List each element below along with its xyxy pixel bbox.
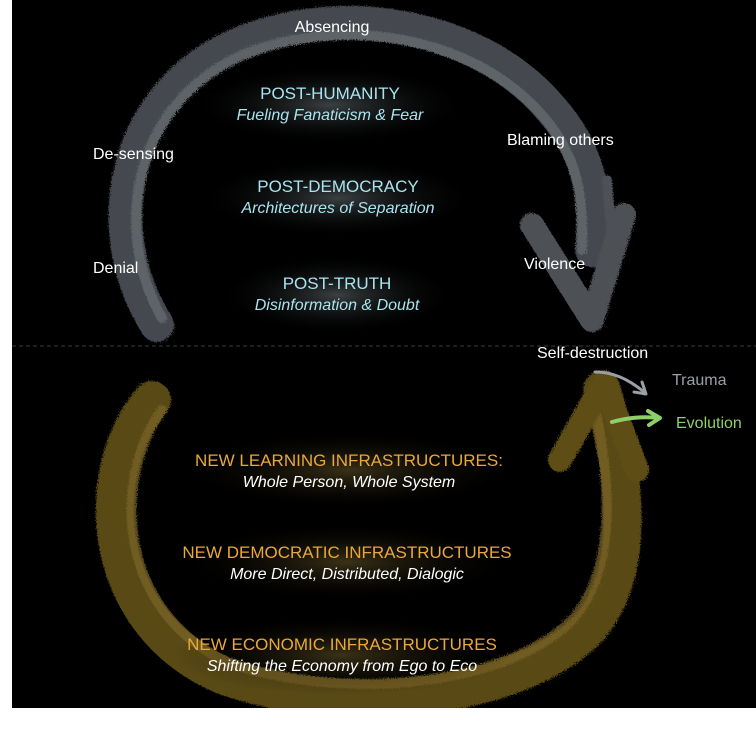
top-cycle-arrow bbox=[108, 6, 636, 342]
diagram-background bbox=[12, 6, 756, 708]
block-post-truth: POST-TRUTH Disinformation & Doubt bbox=[255, 273, 420, 317]
block-heading: POST-TRUTH bbox=[282, 274, 392, 293]
evolution-arrow bbox=[610, 409, 662, 427]
block-subtitle: Architectures of Separation bbox=[241, 200, 435, 217]
block-new-learning: NEW LEARNING INFRASTRUCTURES: Whole Pers… bbox=[195, 450, 503, 494]
block-heading: NEW LEARNING INFRASTRUCTURES: bbox=[195, 451, 503, 470]
block-new-economic: NEW ECONOMIC INFRASTRUCTURES Shifting th… bbox=[187, 634, 497, 678]
block-subtitle: Fueling Fanaticism & Fear bbox=[236, 107, 424, 124]
block-heading: NEW ECONOMIC INFRASTRUCTURES bbox=[187, 635, 497, 654]
label-absencing: Absencing bbox=[294, 19, 370, 36]
block-heading: NEW DEMOCRATIC INFRASTRUCTURES bbox=[182, 543, 512, 562]
block-subtitle: Shifting the Economy from Ego to Eco bbox=[206, 658, 478, 675]
label-evolution: Evolution bbox=[676, 415, 742, 432]
trauma-arrow bbox=[593, 370, 648, 396]
label-violence: Violence bbox=[524, 256, 586, 273]
block-subtitle: More Direct, Distributed, Dialogic bbox=[230, 566, 464, 583]
block-heading: POST-HUMANITY bbox=[260, 84, 400, 103]
block-post-democracy: POST-DEMOCRACY Architectures of Separati… bbox=[242, 176, 435, 220]
block-new-democratic: NEW DEMOCRATIC INFRASTRUCTURES More Dire… bbox=[182, 542, 511, 586]
block-heading: POST-DEMOCRACY bbox=[257, 177, 419, 196]
block-post-humanity: POST-HUMANITY Fueling Fanaticism & Fear bbox=[237, 83, 424, 127]
block-subtitle: Disinformation & Doubt bbox=[254, 297, 420, 314]
label-self-destruction: Self-destruction bbox=[537, 345, 649, 362]
label-de-sensing: De-sensing bbox=[93, 146, 174, 163]
diagram-canvas: Absencing De-sensing Denial Blaming othe… bbox=[12, 0, 756, 708]
label-blaming-others: Blaming others bbox=[507, 132, 614, 149]
label-denial: Denial bbox=[93, 260, 139, 277]
block-subtitle: Whole Person, Whole System bbox=[242, 474, 456, 491]
label-trauma: Trauma bbox=[672, 372, 727, 389]
